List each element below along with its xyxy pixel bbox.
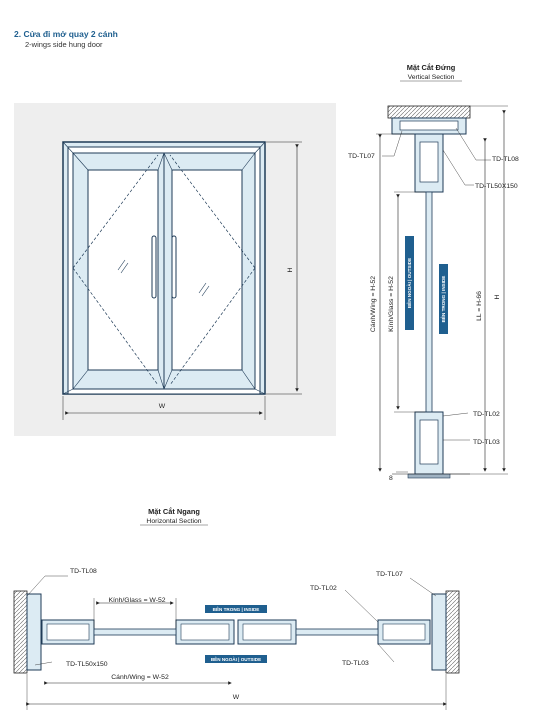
outside-badge-h	[205, 655, 267, 663]
label-td-tl03: TD-TL03	[473, 439, 500, 446]
wing-dimension-label: Cánh/Wing = H-52	[370, 276, 377, 332]
h-label-td-tl08: TD-TL08	[70, 568, 97, 575]
left-glass-section	[93, 628, 177, 636]
section-title: 2. Cửa đi mở quay 2 cánh	[14, 29, 118, 39]
label-td-tl02: TD-TL02	[473, 411, 500, 418]
glass-dimension-label: Kính/Glass = H-52	[388, 276, 395, 332]
glass-mark-left	[117, 259, 129, 274]
horizontal-section-title: Mặt Cắt Ngang	[148, 507, 200, 516]
section-header: 2. Cửa đi mở quay 2 cánh 2-wings side hu…	[14, 29, 118, 49]
floor-threshold	[407, 473, 451, 479]
door-elevation: H W	[14, 103, 336, 436]
head-wall	[387, 105, 471, 119]
glass-mark-right	[198, 282, 210, 297]
right-wall	[445, 590, 460, 674]
vertical-section-title: Mặt Cắt Đứng	[407, 63, 456, 72]
vertical-glass	[425, 191, 433, 413]
label-td-tl07: TD-TL07	[348, 153, 375, 160]
h-wing-dimension-label: Cánh/Wing = W-52	[111, 674, 169, 681]
width-label: W	[159, 403, 166, 410]
right-glass	[171, 169, 243, 371]
h-glass-dimension-label: Kính/Glass = W-52	[108, 597, 165, 604]
inside-badge	[439, 264, 448, 334]
horizontal-section-subtitle: Horizontal Section	[146, 518, 201, 525]
h-label-td-tl07: TD-TL07	[376, 571, 403, 578]
h-label-td-tl02: TD-TL02	[310, 585, 337, 592]
h-width-label: W	[233, 694, 240, 701]
section-subtitle: 2-wings side hung door	[25, 40, 103, 49]
outside-badge-h-text: BÊN NGOÀI | OUTSIDE	[211, 655, 261, 662]
inside-badge-h-text: BÊN TRONG | INSIDE	[213, 605, 260, 612]
label-td-tl50x150: TD-TL50X150	[475, 183, 518, 190]
left-handle	[151, 235, 157, 299]
height-label: H	[287, 267, 294, 272]
inside-badge-text: BÊN TRONG | INSIDE	[439, 276, 446, 323]
right-swing-lines	[169, 154, 256, 386]
right-jamb-frame	[431, 593, 447, 671]
vertical-section-subtitle: Vertical Section	[408, 74, 455, 81]
horizontal-section: Mặt Cắt Ngang Horizontal Section BÊN TRO…	[13, 507, 460, 710]
h-label-vertical: H	[494, 294, 501, 299]
label-td-tl08: TD-TL08	[492, 156, 519, 163]
right-glass-section	[295, 628, 379, 636]
outside-badge	[405, 236, 414, 330]
h-label-td-tl03: TD-TL03	[342, 660, 369, 667]
h-label-td-tl50x150: TD-TL50x150	[66, 661, 108, 668]
left-wall	[13, 590, 28, 674]
ll-dimension-label: LL = H-66	[476, 291, 483, 321]
inside-badge-h	[205, 605, 267, 613]
vertical-section: Mặt Cắt Đứng Vertical Section BÊN NGOÀI …	[348, 63, 519, 482]
right-handle	[171, 235, 177, 299]
left-jamb-frame	[26, 593, 42, 671]
outside-badge-text: BÊN NGOÀI | OUTSIDE	[405, 258, 412, 308]
left-swing-lines	[72, 154, 159, 386]
gap-label: 8	[389, 475, 393, 482]
